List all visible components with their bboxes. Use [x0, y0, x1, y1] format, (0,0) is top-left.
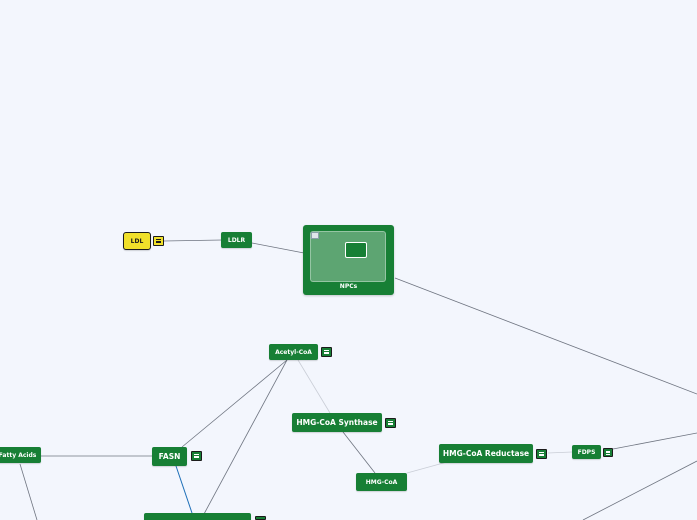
frame-icon — [345, 242, 367, 258]
node-hmg-coa-reductase[interactable]: HMG-CoA Reductase — [439, 444, 533, 463]
notes-list-icon[interactable] — [536, 449, 547, 459]
edge-acetyl-synthase — [297, 359, 331, 414]
notes-list-icon[interactable] — [191, 451, 202, 461]
edge-ldl-ldlr — [163, 239, 223, 242]
notes-list-icon[interactable] — [603, 448, 613, 457]
node-acetyl-coa[interactable]: Acetyl-CoA — [269, 344, 318, 360]
node-fdps[interactable]: FDPS — [572, 445, 601, 459]
node-hmg-coa-synthase[interactable]: HMG-CoA Synthase — [292, 413, 382, 432]
node-ldl[interactable]: LDL — [123, 232, 151, 250]
node-fasn[interactable]: FASN — [152, 447, 187, 466]
edge-npcs-right — [394, 277, 697, 395]
edge-fattyacids-down — [19, 463, 38, 520]
notes-list-icon[interactable] — [255, 516, 266, 520]
notes-list-icon[interactable] — [153, 236, 164, 246]
edge-fasn-bottom — [175, 465, 193, 514]
edge-fdps-right — [612, 432, 697, 450]
edge-reductase-fdps — [547, 451, 573, 454]
edge-bottom-right — [582, 460, 697, 520]
edge-synthase-hmgcoa — [342, 431, 376, 474]
node-ldlr[interactable]: LDLR — [221, 232, 252, 248]
edge-acetyl-fasn — [181, 359, 288, 448]
node-fatty-acids[interactable]: Fatty Acids — [0, 447, 41, 463]
edge-acetyl-bottom — [203, 359, 288, 515]
edge-hmgcoa-reductase — [406, 461, 448, 474]
image-placeholder-icon — [310, 231, 386, 282]
node-npcs-label: NPCs — [339, 283, 358, 290]
notes-list-icon[interactable] — [385, 418, 396, 428]
node-hmg-coa[interactable]: HMG-CoA — [356, 473, 407, 491]
node-bottom-cutoff[interactable] — [144, 513, 251, 520]
edge-ldlr-npcs — [251, 242, 305, 254]
broken-image-icon — [311, 232, 319, 239]
node-npcs[interactable]: NPCs — [303, 225, 394, 295]
notes-list-icon[interactable] — [321, 347, 332, 357]
